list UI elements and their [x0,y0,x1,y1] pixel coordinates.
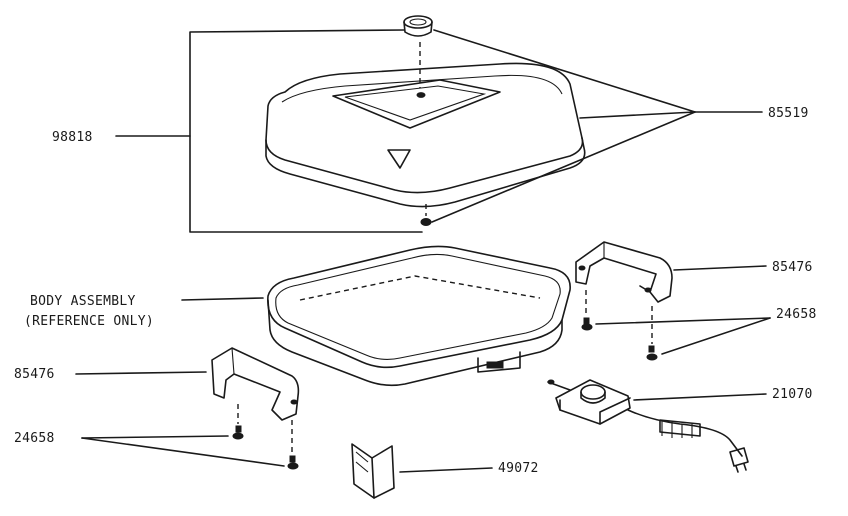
leader-body [181,297,264,301]
leader-handle-left [75,371,207,375]
label-85519: 85519 [768,106,809,121]
right-screw-2 [646,345,658,361]
right-screw-1 [581,317,593,331]
label-98818: 98818 [52,130,93,145]
leader-control [633,393,767,401]
label-85476-right: 85476 [772,260,813,275]
label-body-assembly-line1: BODY ASSEMBLY [30,294,136,309]
label-24658-left: 24658 [14,431,55,446]
label-49072: 49072 [498,461,539,476]
lid [265,62,586,208]
label-85476-left: 85476 [14,367,55,382]
lid-screw [420,218,432,226]
leaders-24658-left [81,435,285,467]
lid-bracket [115,29,423,233]
pan-body [267,245,571,387]
left-handle [211,347,300,421]
instruction-booklet [351,443,395,499]
leaders-24658-right [595,317,771,355]
temperature-control [547,379,749,473]
left-screw-2 [287,455,299,470]
label-21070: 21070 [772,387,813,402]
leader-handle-right [673,265,767,271]
label-24658-right: 24658 [776,307,817,322]
lid-knob [403,15,433,37]
right-handle [575,241,673,303]
label-body-assembly-line2: (REFERENCE ONLY) [24,314,154,329]
leader-booklet [399,467,493,473]
leaders-85519 [431,29,763,223]
left-screw-1 [232,425,244,440]
